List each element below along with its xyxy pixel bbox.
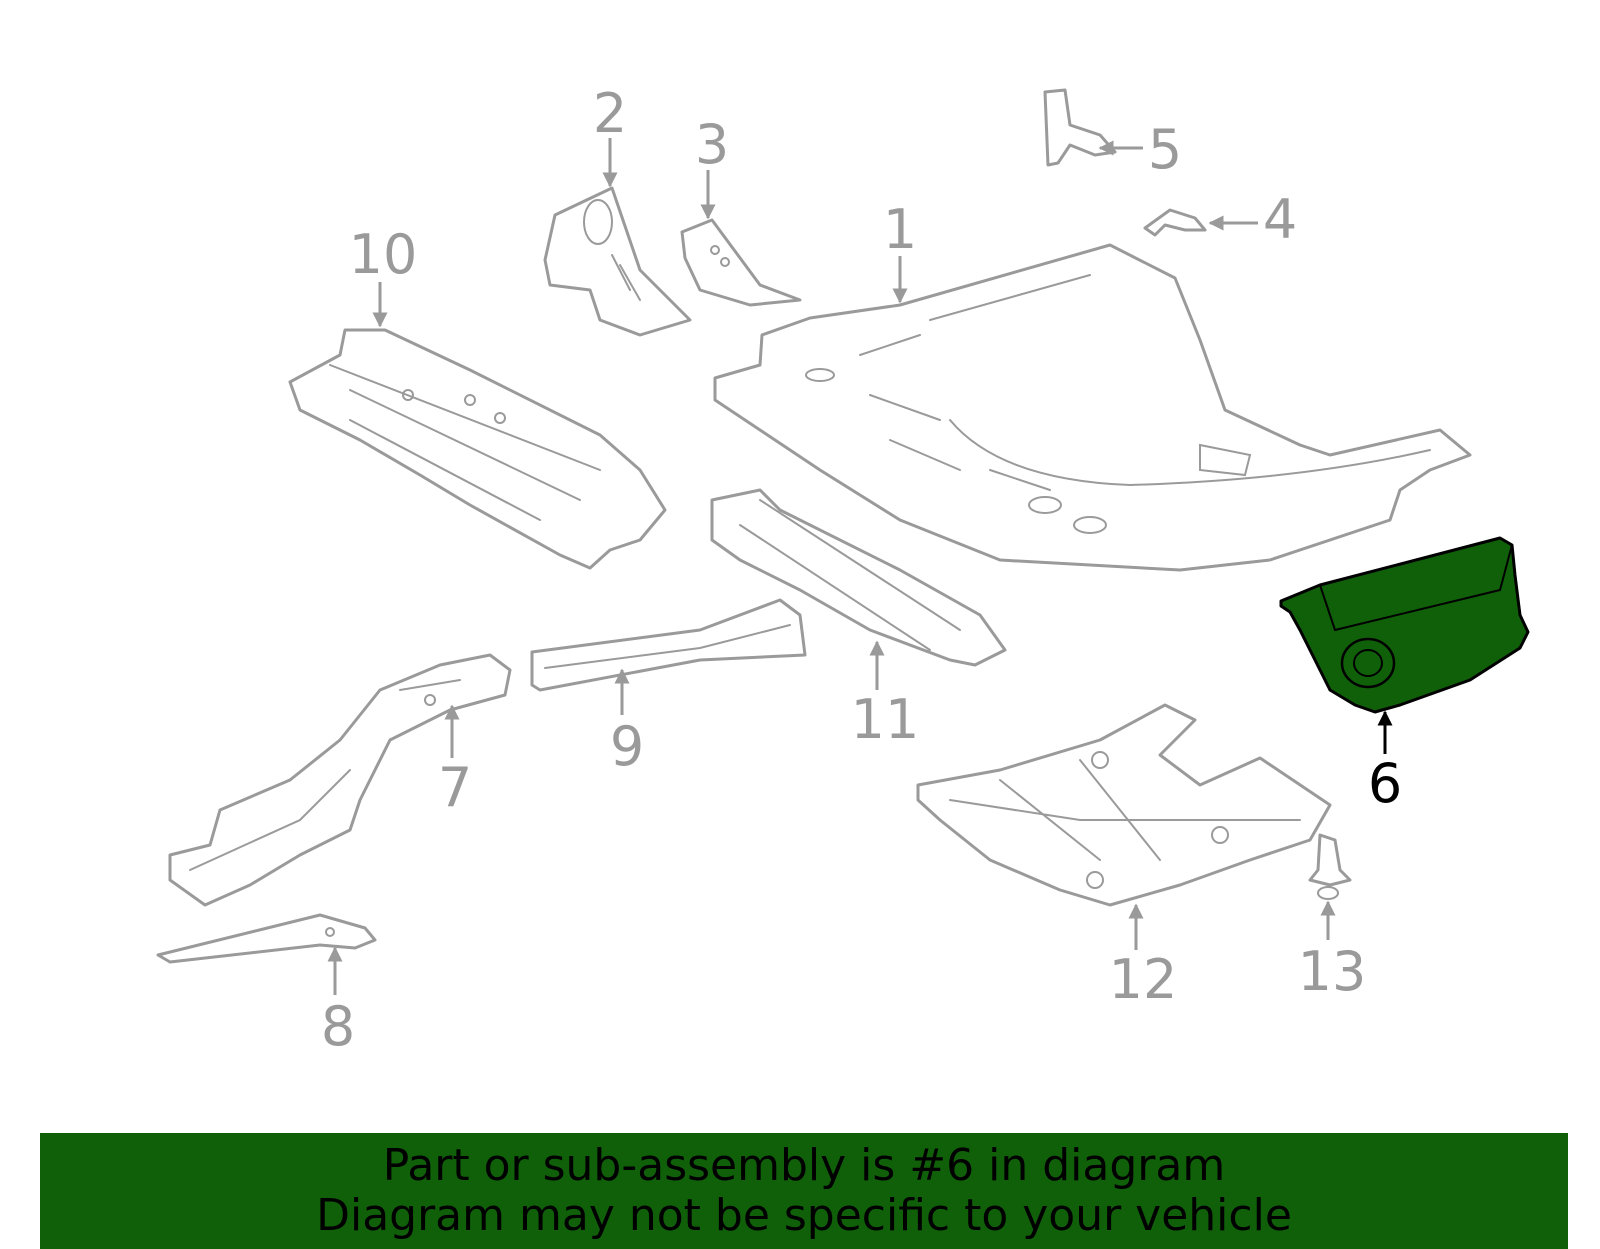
info-banner: Part or sub-assembly is #6 in diagram Di… (40, 1133, 1568, 1249)
part-8-brace (156, 913, 377, 964)
callout-8: 8 (321, 995, 355, 1058)
callout-4: 4 (1263, 188, 1297, 251)
part-11-center-rail (710, 488, 1007, 667)
banner-line-1: Part or sub-assembly is #6 in diagram (382, 1140, 1226, 1191)
callout-5: 5 (1148, 118, 1182, 181)
callout-2: 2 (593, 82, 627, 145)
callout-10: 10 (349, 223, 418, 286)
callout-7: 7 (438, 756, 472, 819)
callout-13: 13 (1298, 940, 1367, 1003)
callout-6: 6 (1368, 752, 1402, 815)
callout-9: 9 (610, 715, 644, 778)
part-7-side-member (168, 653, 512, 907)
parts-diagram: 1 2 3 4 5 6 7 8 9 10 11 12 13 (156, 82, 1530, 1058)
callout-1: 1 (883, 198, 917, 261)
part-6-highlighted-cover (1279, 536, 1530, 714)
part-4-bracket (1143, 208, 1207, 237)
part-5-bracket (1043, 88, 1117, 167)
part-10-cross-member (288, 328, 667, 570)
banner-line-2: Diagram may not be specific to your vehi… (316, 1190, 1292, 1241)
part-2-bracket (543, 186, 692, 337)
part-13-clip (1308, 833, 1352, 900)
part-1-floor-panel (713, 243, 1472, 572)
callout-12: 12 (1109, 948, 1178, 1011)
part-3-bracket (680, 218, 802, 307)
callout-3: 3 (695, 113, 729, 176)
callout-11: 11 (851, 688, 920, 751)
part-12-under-cover (916, 703, 1332, 907)
part-9-rail (530, 598, 807, 692)
